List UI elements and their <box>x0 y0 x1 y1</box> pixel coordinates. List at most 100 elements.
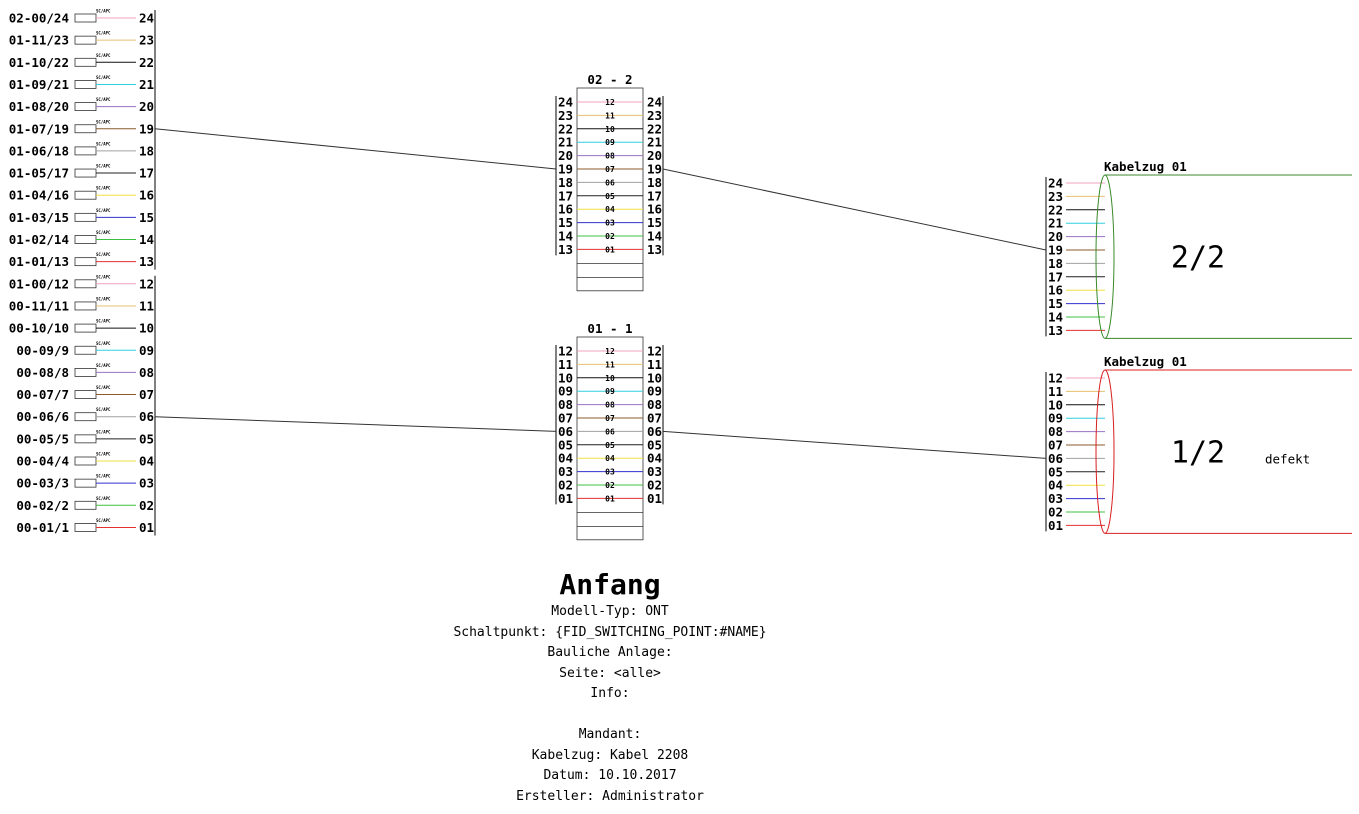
footer-construction: Bauliche Anlage: <box>547 645 673 660</box>
sc-apc-connector <box>74 279 97 289</box>
panel-port-number: 09 <box>139 343 154 358</box>
sc-apc-connector <box>74 523 97 532</box>
splice-port-right: 23 <box>647 108 662 123</box>
cable-fiber-number: 02 <box>1048 505 1063 520</box>
splice-fiber-number: 08 <box>605 401 615 410</box>
panel-port-number: 10 <box>139 321 154 336</box>
connector-type-label: SC/APC <box>96 208 111 213</box>
splice-port-right: 05 <box>647 437 662 452</box>
sc-apc-connector <box>74 190 97 200</box>
splice-fiber-number: 04 <box>605 454 615 463</box>
footer-date: Datum: 10.10.2017 <box>543 768 677 783</box>
connector-type-label: SC/APC <box>96 75 111 80</box>
connector-type-label: SC/APC <box>96 230 111 235</box>
panel-row-label: 00-10/10 <box>9 321 69 336</box>
panel-row-label: 01-09/21 <box>9 77 69 92</box>
splice-fiber-number: 01 <box>605 245 615 254</box>
connection-line <box>154 416 557 432</box>
splice-fiber-number: 10 <box>605 374 615 383</box>
panel-port-number: 13 <box>139 254 154 269</box>
cable-fiber-number: 10 <box>1048 397 1063 412</box>
cable-note: defekt <box>1265 452 1310 467</box>
splice-port-right: 18 <box>647 175 662 190</box>
diagram-footer: Anfang Modell-Typ: ONT Schaltpunkt: {FID… <box>380 568 840 807</box>
splice-port-left: 10 <box>558 370 573 385</box>
panel-port-number: 17 <box>139 166 154 181</box>
panel-port-number: 03 <box>139 476 154 491</box>
splice-box-title: 02 - 2 <box>587 72 632 87</box>
splice-port-right: 12 <box>647 344 662 359</box>
connector-type-label: SC/APC <box>96 274 111 279</box>
sc-apc-connector <box>74 367 97 377</box>
splice-fiber-number: 11 <box>605 111 615 120</box>
cable-fiber-number: 23 <box>1048 189 1063 204</box>
sc-apc-connector <box>74 57 97 67</box>
cable-fraction: 1/2 <box>1171 436 1225 471</box>
cable-fiber-number: 19 <box>1048 243 1063 258</box>
panel-port-number: 16 <box>139 188 154 203</box>
panel-port-number: 08 <box>139 365 154 380</box>
splice-port-left: 08 <box>558 397 573 412</box>
sc-apc-connector <box>74 478 97 488</box>
panel-port-number: 18 <box>139 143 154 158</box>
splice-box-frame <box>576 336 644 541</box>
panel-port-number: 21 <box>139 77 154 92</box>
cable-fiber-number: 22 <box>1048 202 1063 217</box>
cable-sheath-ellipse <box>1095 174 1115 339</box>
splice-port-right: 04 <box>647 451 662 466</box>
connector-type-label: SC/APC <box>96 186 111 191</box>
cable-fiber-number: 14 <box>1048 310 1063 325</box>
panel-port-number: 20 <box>139 99 154 114</box>
connector-type-label: SC/APC <box>96 452 111 457</box>
splice-fiber-number: 01 <box>605 494 615 503</box>
splice-fiber-number: 05 <box>605 192 615 201</box>
panel-port-number: 24 <box>139 11 154 26</box>
sc-apc-connector <box>74 235 97 244</box>
splice-fiber-number: 11 <box>605 360 615 369</box>
splice-port-left: 13 <box>558 242 573 257</box>
splice-port-right: 14 <box>647 229 662 244</box>
splice-port-left: 01 <box>558 491 573 506</box>
cable-fiber-number: 04 <box>1048 478 1063 493</box>
connector-type-label: SC/APC <box>96 31 111 36</box>
splice-fiber-number: 05 <box>605 441 615 450</box>
cable-fiber-number: 20 <box>1048 229 1063 244</box>
connector-type-label: SC/APC <box>96 518 111 523</box>
panel-row-label: 01-01/13 <box>9 254 69 269</box>
splice-port-left: 09 <box>558 384 573 399</box>
cable-fiber-number: 18 <box>1048 256 1063 271</box>
panel-row-label: 00-04/4 <box>16 454 69 469</box>
panel-port-number: 15 <box>139 210 154 225</box>
panel-row-label: 01-06/18 <box>9 143 69 158</box>
splice-fiber-number: 09 <box>605 387 615 396</box>
cable-fraction: 2/2 <box>1171 241 1225 276</box>
cable-fiber-number: 01 <box>1048 518 1063 533</box>
splice-port-right: 16 <box>647 202 662 217</box>
sc-apc-connector <box>74 35 97 45</box>
splice-port-left: 07 <box>558 411 573 426</box>
footer-title: Anfang <box>559 568 661 601</box>
cable-fiber-number: 24 <box>1048 176 1063 191</box>
panel-port-number: 07 <box>139 387 154 402</box>
footer-client: Mandant: <box>578 727 642 742</box>
splice-port-left: 05 <box>558 437 573 452</box>
panel-port-number: 06 <box>139 409 154 424</box>
panel-row-label: 00-07/7 <box>16 387 69 402</box>
panel-row-label: 00-01/1 <box>16 520 69 535</box>
panel-row-label: 01-07/19 <box>9 121 69 136</box>
splice-port-left: 02 <box>558 478 573 493</box>
panel-row-label: 01-10/22 <box>9 55 69 70</box>
connector-type-label: SC/APC <box>96 319 111 324</box>
splice-port-right: 02 <box>647 478 662 493</box>
sc-apc-connector <box>74 323 97 333</box>
connector-type-label: SC/APC <box>96 97 111 102</box>
connector-type-label: SC/APC <box>96 385 111 390</box>
splice-port-right: 07 <box>647 411 662 426</box>
connection-line <box>662 430 1047 459</box>
connection-line <box>662 168 1047 251</box>
splice-port-left: 16 <box>558 202 573 217</box>
splice-fiber-number: 06 <box>605 178 615 187</box>
sc-apc-connector <box>74 146 97 156</box>
cable-fiber-number: 03 <box>1048 491 1063 506</box>
splice-port-right: 21 <box>647 135 662 150</box>
